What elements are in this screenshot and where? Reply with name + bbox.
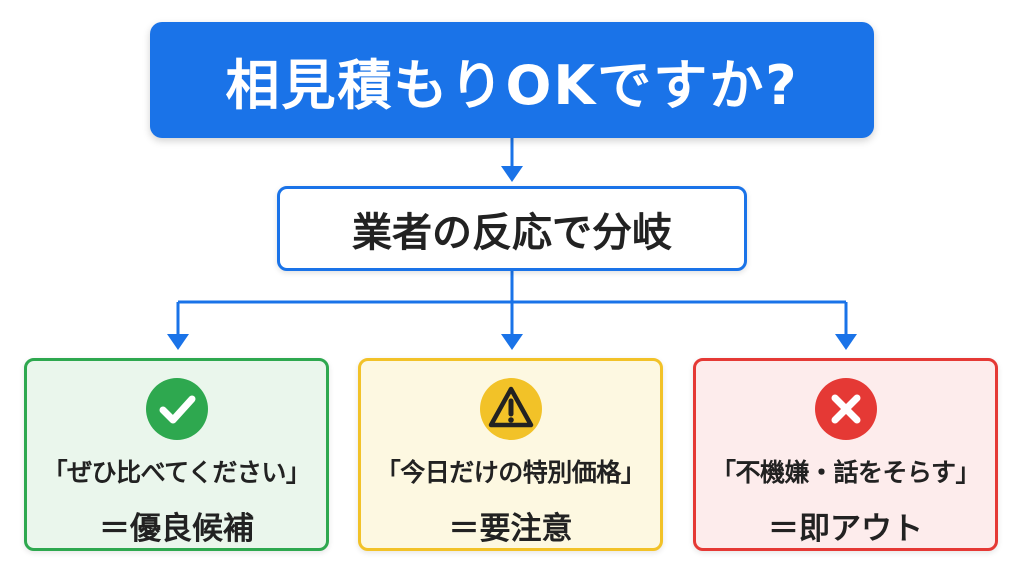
outcome-card-warn: 「今日だけの特別価格」 ＝要注意 [358,358,663,551]
outcome-card-bad: 「不機嫌・話をそらす」 ＝即アウト [693,358,998,551]
arrowhead-right [835,334,857,350]
question-box: 相見積もりOKですか? [150,22,874,138]
outcome-quote: 「今日だけの特別価格」 [375,458,646,487]
outcome-quote: 「不機嫌・話をそらす」 [710,458,981,487]
cross-icon [814,378,877,440]
outcome-verdict: ＝即アウト [768,511,923,547]
arrowhead-center [501,334,523,350]
check-icon [145,378,208,440]
branch-box: 業者の反応で分岐 [277,186,747,271]
warning-icon [479,378,542,440]
outcome-verdict: ＝優良候補 [99,511,254,547]
arrowhead-to-branch [501,166,523,182]
question-title: 相見積もりOKですか? [225,53,799,117]
outcome-quote: 「ぜひ比べてください」 [42,458,311,487]
arrowhead-left [167,334,189,350]
outcome-verdict: ＝要注意 [448,511,573,547]
branch-label: 業者の反応で分岐 [352,209,672,256]
outcome-card-good: 「ぜひ比べてください」 ＝優良候補 [24,358,329,551]
